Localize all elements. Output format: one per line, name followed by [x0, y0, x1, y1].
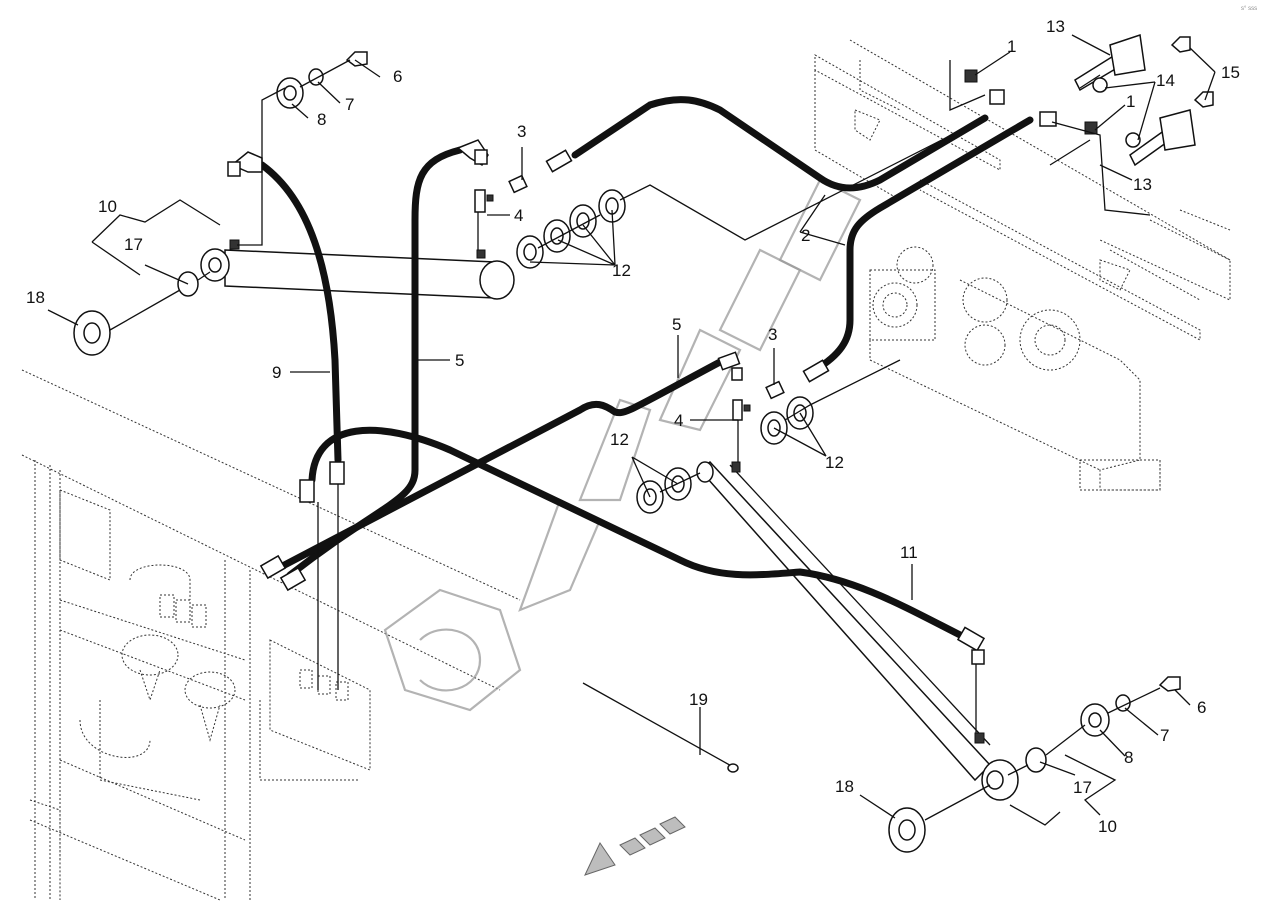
callout-19[interactable]: 19: [689, 690, 708, 709]
callout-4[interactable]: 4: [674, 411, 683, 430]
callout-5[interactable]: 5: [455, 351, 464, 370]
callout-12[interactable]: 12: [825, 453, 844, 472]
callout-13[interactable]: 13: [1046, 17, 1065, 36]
hose-5-right: [271, 358, 724, 574]
corner-code: s° sss: [1241, 6, 1257, 12]
callout-17[interactable]: 17: [124, 235, 143, 254]
callout-4[interactable]: 4: [514, 206, 523, 225]
callout-13[interactable]: 13: [1133, 175, 1152, 194]
roller-frame: [814, 39, 1231, 491]
callout-8[interactable]: 8: [317, 110, 326, 129]
small-parts: [73, 34, 1214, 853]
hoses: [258, 96, 1034, 644]
callout-14[interactable]: 14: [1156, 71, 1175, 90]
callout-12[interactable]: 12: [610, 430, 629, 449]
hose-2-upper: [571, 96, 989, 192]
callout-7[interactable]: 7: [1160, 726, 1169, 745]
hose-11: [308, 426, 974, 644]
callout-18[interactable]: 18: [26, 288, 45, 307]
callout-10[interactable]: 10: [1098, 817, 1117, 836]
upper-cylinder: [200, 239, 515, 300]
callout-15[interactable]: 15: [1221, 63, 1240, 82]
callout-3[interactable]: 3: [768, 325, 777, 344]
callout-7[interactable]: 7: [345, 95, 354, 114]
callout-10[interactable]: 10: [98, 197, 117, 216]
callout-2[interactable]: 2: [801, 226, 810, 245]
callout-18[interactable]: 18: [835, 777, 854, 796]
callout-5[interactable]: 5: [672, 315, 681, 334]
hose-5-left: [286, 146, 464, 579]
callout-1[interactable]: 1: [1126, 92, 1135, 111]
callout-9[interactable]: 9: [272, 363, 281, 382]
callout-8[interactable]: 8: [1124, 748, 1133, 767]
callout-3[interactable]: 3: [517, 122, 526, 141]
callout-12[interactable]: 12: [612, 261, 631, 280]
assembly-lines: [109, 59, 1161, 821]
callout-17[interactable]: 17: [1073, 778, 1092, 797]
callout-leaders: [47, 34, 1216, 826]
callout-6[interactable]: 6: [393, 67, 402, 86]
valve-block-frame: [21, 369, 521, 901]
direction-arrow-icon: [584, 816, 686, 876]
callout-1[interactable]: 1: [1007, 37, 1016, 56]
watermark: БИБОН: [383, 178, 862, 712]
hose-2-lower: [811, 116, 1034, 374]
hose-9: [258, 161, 342, 464]
callout-6[interactable]: 6: [1197, 698, 1206, 717]
callout-11[interactable]: 11: [900, 543, 918, 562]
fittings: [227, 69, 1098, 733]
callout-labels: 1 1 2 3 3 4 4 5 5 6 6 7 7 8 8 9 10 10 11…: [26, 17, 1240, 836]
lower-cylinder: [696, 460, 1019, 801]
